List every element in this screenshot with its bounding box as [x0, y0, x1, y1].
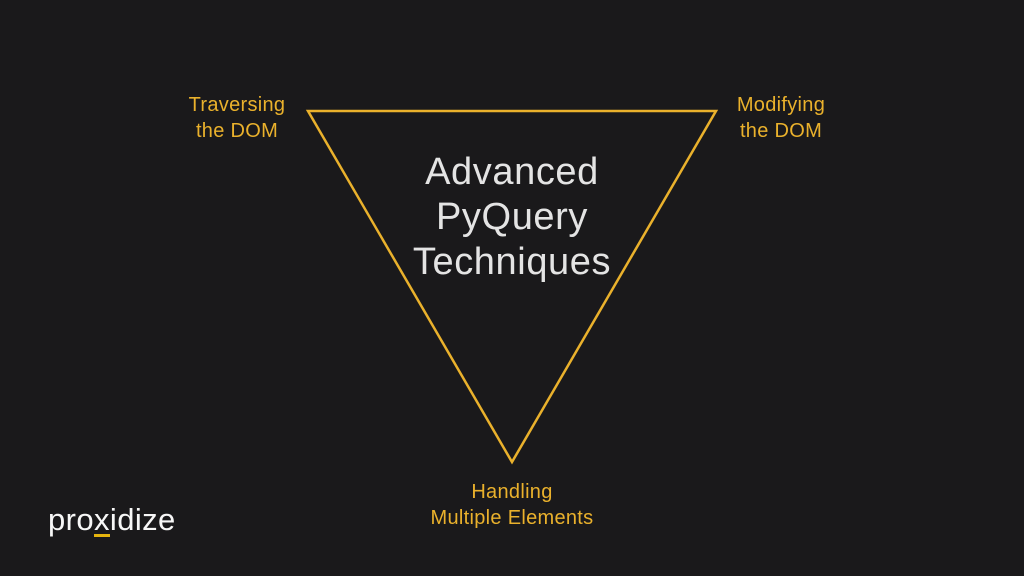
vertex-label-line: Handling [471, 481, 553, 503]
title-line-1: Advanced [425, 151, 599, 193]
logo-text-pre: pro [48, 502, 95, 537]
vertex-label-line: the DOM [195, 120, 279, 142]
logo-underlined-letter: x [94, 502, 110, 537]
vertex-label-handling-multiple-elements: Handling Multiple Elements [362, 479, 662, 531]
title-line-2: PyQuery [435, 196, 589, 238]
vertex-label-traversing-the-dom: Traversing the DOM [117, 92, 357, 144]
logo-text-post: idize [109, 502, 176, 537]
vertex-label-line: Modifying [736, 94, 826, 116]
triangle-shape [305, 109, 719, 465]
proxidize-logo: proxidize [48, 502, 176, 538]
vertex-label-modifying-the-dom: Modifying the DOM [661, 92, 901, 144]
title-line-3: Techniques [412, 241, 612, 283]
vertex-label-line: Multiple Elements [430, 507, 594, 529]
vertex-label-line: the DOM [739, 120, 823, 142]
slide-title: Advanced PyQuery Techniques [0, 150, 1024, 285]
vertex-label-line: Traversing [188, 94, 286, 116]
